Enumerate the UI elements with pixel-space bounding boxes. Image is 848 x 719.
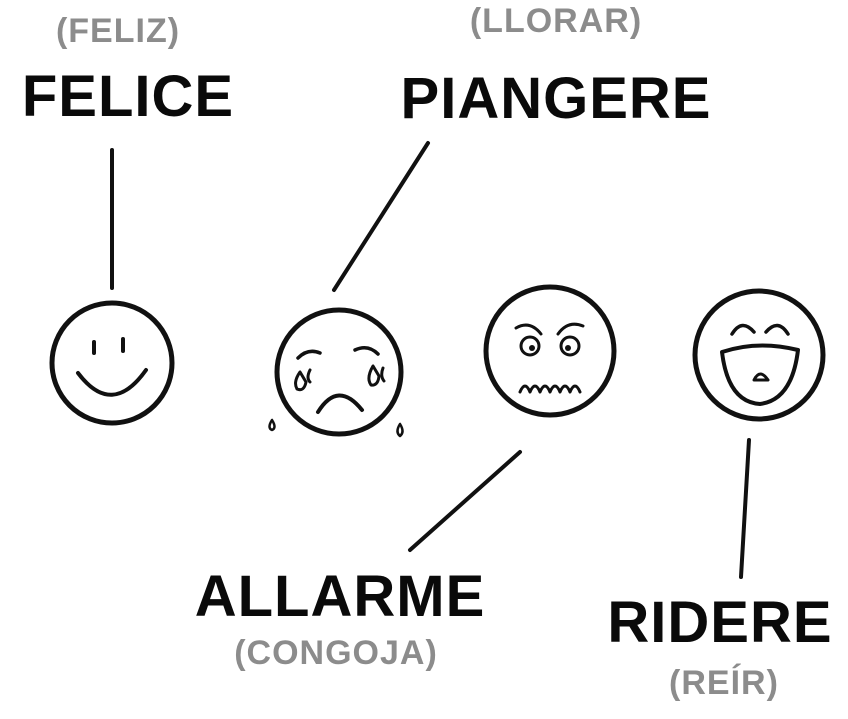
connector-laugh bbox=[739, 438, 751, 579]
label-italian-alarm: ALLARME bbox=[194, 564, 486, 629]
crying-face-icon bbox=[268, 307, 404, 438]
laughing-face-icon bbox=[692, 288, 826, 422]
connector-alarm bbox=[408, 450, 522, 552]
label-spanish-cry: (LLORAR) bbox=[469, 2, 643, 40]
worried-face-icon bbox=[483, 284, 617, 418]
connector-cry bbox=[332, 141, 430, 292]
label-spanish-alarm: (CONGOJA) bbox=[234, 634, 438, 672]
label-italian-happy: FELICE bbox=[21, 64, 235, 129]
label-italian-cry: PIANGERE bbox=[400, 66, 712, 131]
label-italian-laugh: RIDERE bbox=[607, 590, 833, 655]
label-spanish-happy: (FELIZ) bbox=[55, 12, 181, 50]
label-spanish-laugh: (REÍR) bbox=[669, 664, 779, 702]
smiling-face-icon bbox=[49, 300, 175, 426]
